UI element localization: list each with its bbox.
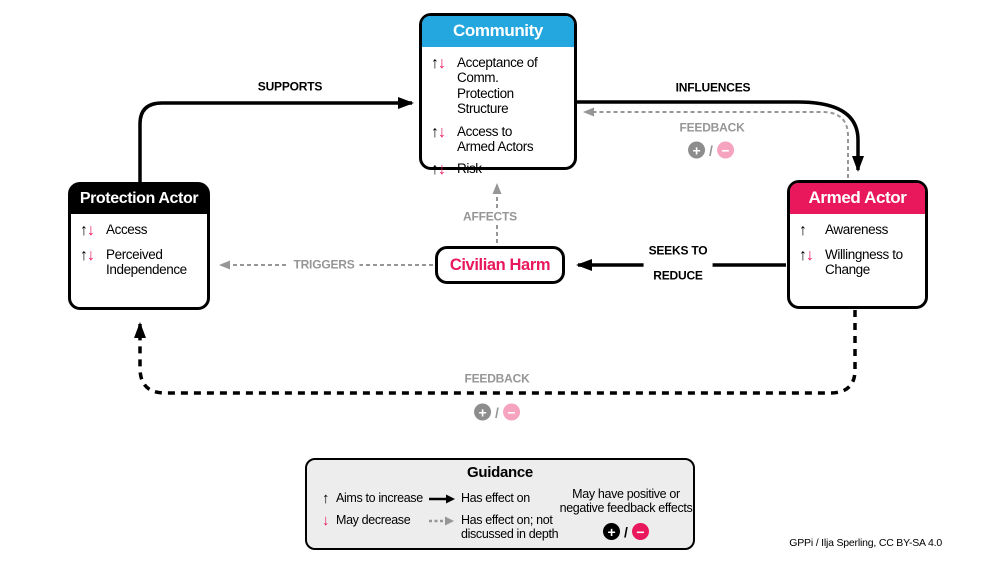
up-arrow-icon: ↑ [322,490,330,507]
legend-guidance: Guidance ↑ Aims to increase ↓ May decrea… [305,458,695,550]
legend-decrease-label: May decrease [336,513,411,527]
list-item: ↑ Awareness [799,222,919,240]
feedback-bottom-label: FEEDBACK [464,371,530,386]
up-down-arrow-icon: ↑↓ [431,55,446,72]
protection-actor-header: Protection Actor [71,185,207,214]
feedback-top-label: FEEDBACK [679,120,745,135]
plus-circle-icon: + [688,141,706,159]
feedback-top-signs: + / − [688,141,734,159]
node-armed-actor: Armed Actor ↑ Awareness ↑↓ Willingness t… [787,180,928,309]
plus-circle-icon: + [474,403,492,421]
legend-dashed-arrow-label: Has effect on; not discussed in depth [461,513,559,541]
slash-separator: / [624,523,628,540]
legend-decrease-row: ↓ May decrease [322,512,411,529]
up-down-arrow-icon: ↑↓ [799,246,814,264]
influences-label: INFLUENCES [675,80,751,95]
up-down-arrow-icon: ↑↓ [80,246,95,264]
item-label: Perceived Independence [106,246,187,277]
up-down-arrow-icon: ↑↓ [431,123,446,141]
protection-actor-body: ↑↓ Access ↑↓ Perceived Independence [71,214,207,277]
seeks-to-reduce-line2: REDUCE [653,268,703,283]
legend-dashed-arrow-row: Has effect on; not discussed in depth [429,513,561,542]
list-item: ↑↓ Access to Armed Actors [431,124,568,155]
influences-arrow [577,100,864,172]
affects-label: AFFECTS [458,211,522,224]
up-down-arrow-icon: ↑↓ [431,161,446,179]
legend-increase-label: Aims to increase [336,491,423,505]
node-protection-actor: Protection Actor ↑↓ Access ↑↓ Perceived … [68,182,210,310]
civilian-harm-label: Civilian Harm [449,255,551,274]
triggers-label: TRIGGERS [288,259,360,272]
item-label: Acceptance of Comm. Protection Structure [457,55,538,117]
item-label: Access to Armed Actors [457,123,534,154]
feedback-bottom-signs: + / − [474,403,520,421]
item-label: Risk [457,161,482,177]
feedback-bottom-arrow [134,310,857,395]
attribution-text: GPPi / Ilja Sperling, CC BY-SA 4.0 [789,537,942,549]
item-label: Willingness to Change [825,246,903,277]
legend-feedback-signs: + / − [555,523,697,540]
list-item: ↑↓ Access [80,222,201,240]
supports-arrow [138,97,414,184]
minus-circle-icon: − [716,141,734,159]
minus-circle-icon: − [502,403,520,421]
legend-solid-arrow-label: Has effect on [461,491,530,505]
legend-solid-arrow-row: Has effect on [429,491,530,508]
legend-increase-row: ↑ Aims to increase [322,490,423,507]
supports-label: SUPPORTS [257,79,323,94]
community-header: Community [422,16,574,47]
node-civilian-harm: Civilian Harm [435,246,565,284]
armed-actor-header: Armed Actor [790,183,925,214]
armed-actor-body: ↑ Awareness ↑↓ Willingness to Change [790,214,925,277]
node-community: Community ↑↓ Acceptance of Comm. Protect… [419,13,577,178]
list-item: ↑↓ Risk [431,161,568,179]
up-arrow-icon: ↑ [799,222,807,239]
up-down-arrow-icon: ↑↓ [80,222,95,239]
list-item: ↑↓ Willingness to Change [799,247,919,278]
seeks-to-reduce-line1: SEEKS TO [648,243,708,258]
down-arrow-icon: ↓ [322,512,330,529]
item-label: Access [106,222,148,237]
seeks-to-reduce-label: SEEKS TO REDUCE [643,231,713,295]
community-body: ↑↓ Acceptance of Comm. Protection Struct… [422,47,574,179]
plus-circle-icon: + [603,523,621,540]
list-item: ↑↓ Perceived Independence [80,247,201,278]
slash-separator: / [709,142,713,158]
feedback-top-arrow [583,107,849,178]
legend-feedback-label: May have positive or negative feedback e… [559,487,693,516]
legend-title: Guidance [467,464,533,481]
slash-separator: / [495,404,499,420]
list-item: ↑↓ Acceptance of Comm. Protection Struct… [431,55,568,117]
item-label: Awareness [825,222,888,237]
dashed-arrow-icon [429,516,455,530]
minus-circle-icon: − [631,523,649,540]
solid-arrow-icon [429,494,455,508]
